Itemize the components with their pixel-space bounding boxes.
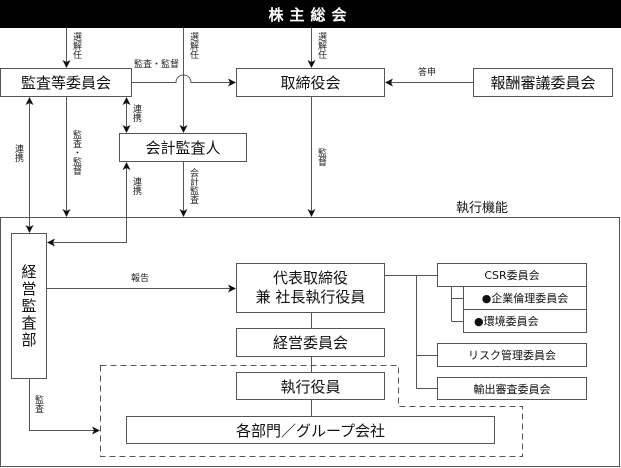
- execution-frame: [0, 217, 620, 467]
- elect-dismiss-label-1: 選解任: [71, 32, 81, 59]
- board-label: 取締役会: [280, 74, 341, 92]
- environment-committee-box: ●環境委員会: [463, 309, 587, 333]
- accounting-audit-label: 会計監査: [188, 168, 198, 204]
- executive-officers-label: 執行役員: [280, 377, 341, 396]
- president-label-line1: 代表取締役: [272, 269, 348, 287]
- management-committee-label: 経営委員会: [272, 334, 348, 352]
- report-reply-label: 答申: [418, 68, 437, 78]
- shareholders-meeting-bar: 株主総会: [0, 0, 621, 28]
- president-label-line2: 兼 社長執行役員: [255, 288, 366, 306]
- audit-committee-box: 監査等委員会: [0, 68, 132, 97]
- ethics-committee-label: ●企業倫理委員会: [481, 292, 569, 305]
- coop-left-label: 連携: [13, 144, 23, 162]
- csr-committee-label: CSR委員会: [484, 269, 540, 282]
- execution-section-title: 執行機能: [455, 201, 508, 216]
- supervise-label: 監督: [316, 148, 326, 166]
- export-committee-box: 輸出審査委員会: [437, 377, 587, 400]
- compensation-committee-label: 報酬審議委員会: [490, 74, 596, 92]
- board-box: 取締役会: [236, 68, 385, 97]
- accounting-auditor-box: 会計監査人: [119, 133, 247, 162]
- compensation-committee-box: 報酬審議委員会: [473, 68, 613, 97]
- audit-committee-label: 監査等委員会: [20, 74, 111, 92]
- coop-upper-label: 連携: [131, 104, 141, 122]
- audit-label: 監査: [33, 395, 43, 413]
- audit-arrow: [29, 379, 100, 435]
- export-committee-label: 輸出審査委員会: [473, 382, 551, 396]
- coop-lower-line: [47, 162, 131, 247]
- elect-dismiss-label-3: 選解任: [316, 32, 326, 59]
- president-box: 代表取締役 兼 社長執行役員: [236, 263, 385, 313]
- executive-officers-box: 執行役員: [236, 372, 385, 400]
- coop-lower-label: 連携: [131, 177, 141, 195]
- executive-dashed-group: [100, 365, 523, 457]
- risk-committee-box: リスク管理委員会: [437, 343, 587, 367]
- audit-supervise-label-v: 監査・監督: [71, 130, 81, 175]
- risk-committee-label: リスク管理委員会: [468, 349, 556, 362]
- management-committee-box: 経営委員会: [236, 328, 385, 357]
- elect-dismiss-label-2: 選解任: [188, 32, 198, 59]
- divisions-box: 各部門／グループ会社: [126, 416, 495, 444]
- audit-supervise-label-h: 監査・監督: [134, 60, 180, 70]
- environment-committee-label: ●環境委員会: [474, 315, 539, 328]
- csr-committee-box: CSR委員会: [437, 263, 587, 287]
- internal-audit-box: 経営監査部: [11, 233, 47, 379]
- audit-supervise-arrow: [132, 74, 236, 87]
- shareholders-meeting-label: 株主総会: [268, 5, 353, 24]
- report-label: 報告: [131, 274, 150, 284]
- divisions-label: 各部門／グループ会社: [235, 421, 386, 440]
- internal-audit-label: 経営監査部: [19, 263, 38, 349]
- accounting-auditor-label: 会計監査人: [145, 139, 221, 157]
- ethics-committee-box: ●企業倫理委員会: [463, 286, 587, 310]
